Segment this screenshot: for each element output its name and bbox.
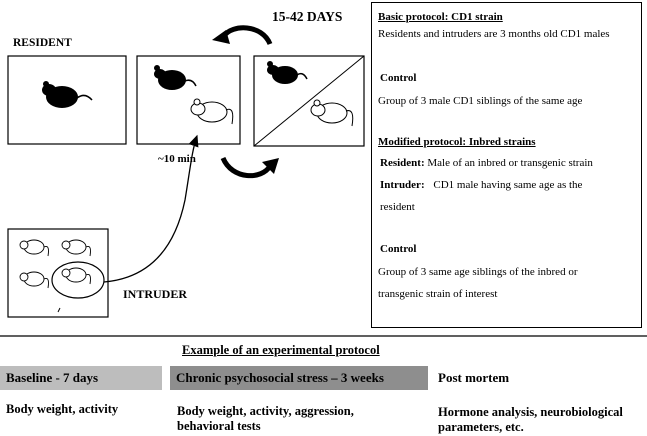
modified-protocol-heading: Modified protocol: Inbred strains [378, 136, 536, 148]
control-text-2-line-1: Group of 3 same age siblings of the inbr… [378, 266, 578, 278]
phase-postmortem-bar: Post mortem [432, 366, 642, 390]
phase-baseline-bar: Baseline - 7 days [0, 366, 162, 390]
resident-black-mouse-icon [42, 81, 93, 108]
time-label: ~10 min [158, 153, 196, 165]
intruder-mice-group-icon [19, 239, 91, 289]
phase-stress-measures: Body weight, activity, aggression, behav… [177, 404, 354, 434]
phase-postmortem-label: Post mortem [438, 370, 510, 385]
phase-postmortem-measures-line-1: Hormone analysis, neurobiological [438, 405, 623, 419]
cycle-arrow-bottom-icon [220, 156, 279, 179]
control-heading-2: Control [380, 243, 417, 255]
intruder-key: Intruder: [380, 179, 425, 191]
intruder-value-continued: resident [380, 201, 415, 213]
intruder-transfer-arrow [103, 134, 199, 283]
confrontation-cage [136, 55, 241, 145]
control-text-2-line-2: transgenic strain of interest [378, 288, 498, 300]
phase-stress-bar: Chronic psychosocial stress – 3 weeks [170, 366, 428, 390]
intruder-definition: Intruder: CD1 male having same age as th… [380, 179, 582, 192]
phase-stress-measures-line-2: behavioral tests [177, 419, 261, 433]
phase-baseline-measures: Body weight, activity [6, 402, 118, 417]
divided-white-mouse-icon [310, 99, 354, 127]
selected-intruder-circle [51, 261, 105, 299]
phase-postmortem-measures-line-2: parameters, etc. [438, 420, 524, 434]
resident-definition: Resident: Male of an inbred or transgeni… [380, 157, 593, 170]
confrontation-black-mouse-icon [154, 65, 197, 90]
cage-partition [253, 55, 365, 147]
confrontation-white-mouse-icon [190, 98, 234, 125]
duration-label: 15-42 DAYS [272, 9, 343, 24]
intruder-value: CD1 male having same age as the [433, 179, 583, 191]
phase-stress-measures-line-1: Body weight, activity, aggression, [177, 404, 354, 418]
resident-label: RESIDENT [13, 37, 72, 49]
intruder-label: INTRUDER [123, 287, 188, 301]
basic-protocol-heading: Basic protocol: CD1 strain [378, 11, 503, 23]
protocol-panel [371, 2, 642, 328]
basic-protocol-text: Residents and intruders are 3 months old… [378, 28, 610, 40]
resident-key: Resident: [380, 157, 425, 169]
cycle-arrow-top-icon [212, 25, 273, 46]
control-text-1: Group of 3 male CD1 siblings of the same… [378, 95, 583, 107]
control-heading-1: Control [380, 72, 417, 84]
phase-baseline-label: Baseline - 7 days [6, 370, 99, 385]
timeline-title: Example of an experimental protocol [182, 343, 380, 357]
phase-postmortem-measures: Hormone analysis, neurobiological parame… [438, 405, 623, 435]
divided-black-mouse-icon [267, 61, 308, 84]
phase-stress-label: Chronic psychosocial stress – 3 weeks [176, 370, 384, 385]
phase-baseline-measures-line-1: Body weight, activity [6, 402, 119, 416]
resident-value: Male of an inbred or transgenic strain [427, 157, 593, 169]
intruder-tick-mark [57, 307, 61, 313]
